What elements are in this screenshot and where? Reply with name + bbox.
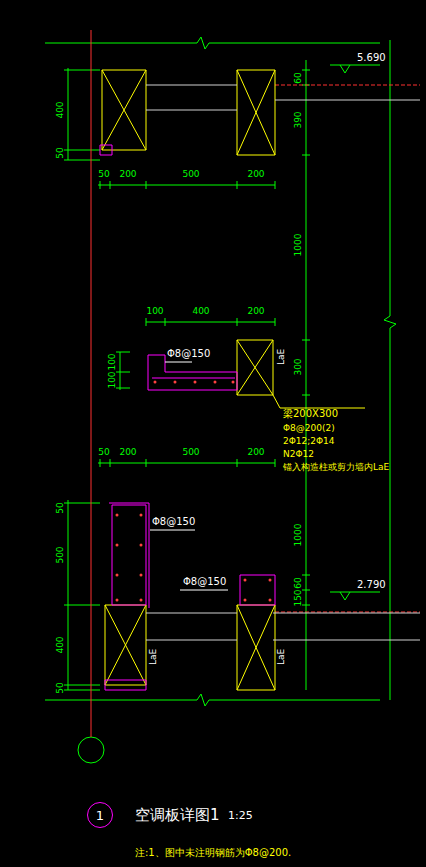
drawing-label: 100: [108, 371, 117, 388]
drawing-label: 1:25: [228, 810, 253, 821]
drawing-label: 200: [119, 170, 136, 179]
drawing-label: 5.690: [357, 53, 386, 63]
drawing-label: LaE: [277, 349, 286, 365]
drawing-label: Φ8@200(2): [283, 424, 335, 433]
drawing-label: Φ8@150: [152, 517, 195, 527]
drawing-label: 150: [294, 589, 303, 606]
drawing-label: 1000: [294, 234, 303, 257]
drawing-label: 2.790: [357, 580, 386, 590]
drawing-label: N2Φ12: [283, 450, 314, 459]
drawing-label: 100: [146, 307, 163, 316]
detail-number: 1: [96, 808, 104, 823]
drawing-label: 50: [56, 147, 65, 158]
drawing-label: 50: [56, 502, 65, 513]
drawing-label: 60: [294, 577, 303, 588]
drawing-label: 200: [119, 448, 136, 457]
drawing-label: 300: [294, 358, 303, 375]
drawing-title: 空调板详图1: [135, 808, 220, 823]
drawing-label: 2Φ12;2Φ14: [283, 437, 335, 446]
drawing-label: 400: [192, 307, 209, 316]
drawing-label: 400: [56, 101, 65, 118]
drawing-label: 200: [247, 307, 264, 316]
drawing-label: Φ8@150: [183, 577, 226, 587]
drawing-label: 梁200X300: [283, 409, 338, 419]
drawing-label: 锚入构造柱或剪力墙内LaE: [283, 463, 389, 472]
drawing-label: 50: [56, 682, 65, 693]
detail-number-circle: 1: [87, 802, 113, 828]
drawing-label: 400: [56, 636, 65, 653]
drawing-label: LaE: [149, 649, 158, 665]
drawing-label: 200: [247, 448, 264, 457]
drawing-label: 500: [56, 546, 65, 563]
drawing-label: 500: [182, 448, 199, 457]
drawing-label: 200: [247, 170, 264, 179]
drawing-label: LaE: [277, 649, 286, 665]
drawing-label: Φ8@150: [167, 349, 210, 359]
drawing-label: 50: [98, 170, 109, 179]
drawing-label: 1000: [294, 524, 303, 547]
drawing-note: 注:1、图中未注明钢筋为Φ8@200.: [135, 848, 291, 858]
drawing-label: 50: [98, 448, 109, 457]
drawing-label: 500: [182, 170, 199, 179]
drawing-label: 60: [294, 72, 303, 83]
drawing-label: 390: [294, 111, 303, 128]
drawing-label: 100: [108, 353, 117, 370]
